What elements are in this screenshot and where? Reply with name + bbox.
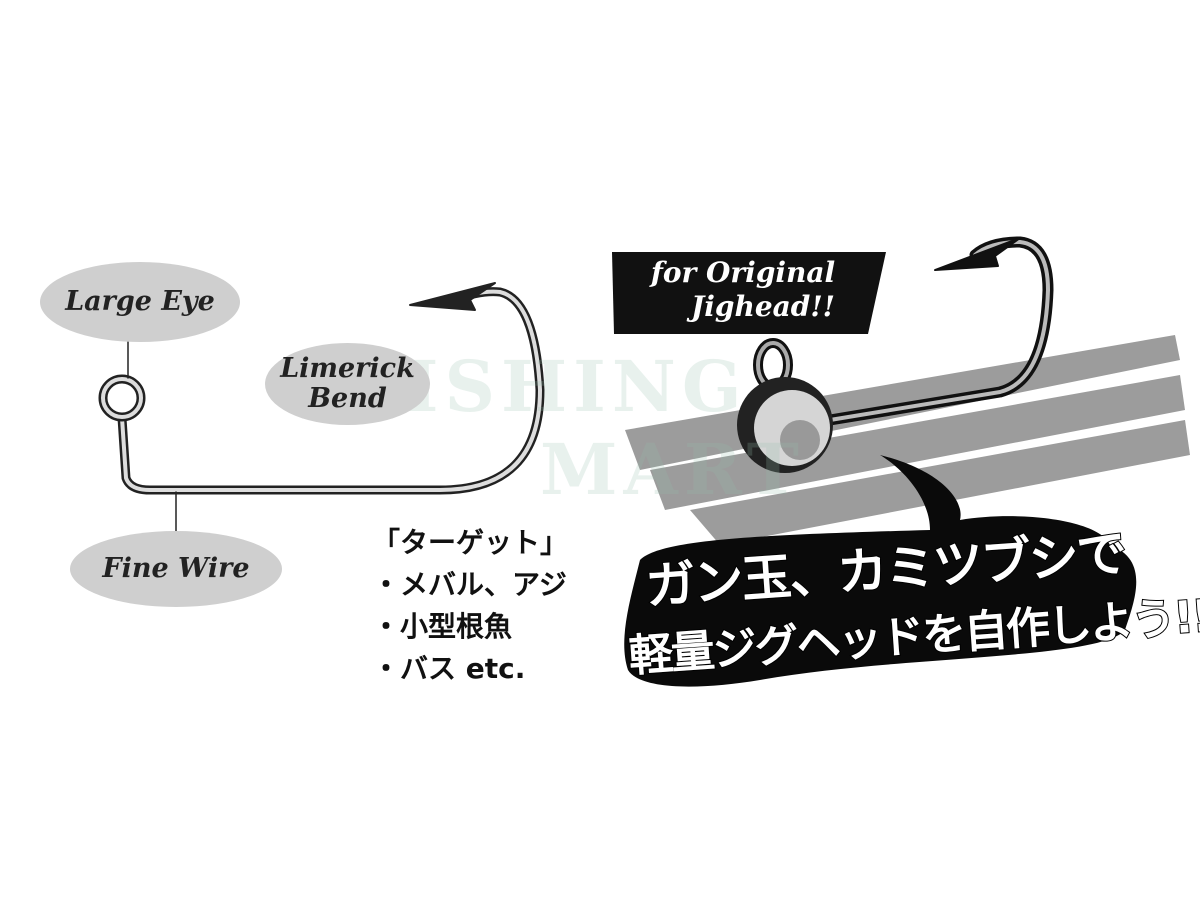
large-eye-label: Large Eye [40,262,240,342]
target-heading: 「ターゲット」 [372,526,569,559]
fine-wire-label: Fine Wire [70,531,282,607]
limerick-text: Limerick [280,353,415,384]
hook-diagram-left [98,282,545,533]
banner-line1: for Original [650,256,836,289]
jighead-diagram [737,236,1054,473]
fine-wire-text: Fine Wire [102,553,250,584]
banner-background [612,252,886,334]
target-item: ・メバル、アジ [372,568,567,601]
target-item: ・バス etc. [372,652,526,685]
bend-text: Bend [308,383,387,414]
target-item: ・小型根魚 [372,610,513,643]
target-list: 「ターゲット」 ・メバル、アジ ・小型根魚 ・バス etc. [372,522,568,690]
speech-bubble [624,455,1137,687]
banner-line2: Jighead!! [691,290,835,323]
large-eye-text: Large Eye [65,286,215,317]
banner-text: for Original Jighead!! [618,256,868,324]
limerick-bend-label: Limerick Bend [265,343,430,425]
